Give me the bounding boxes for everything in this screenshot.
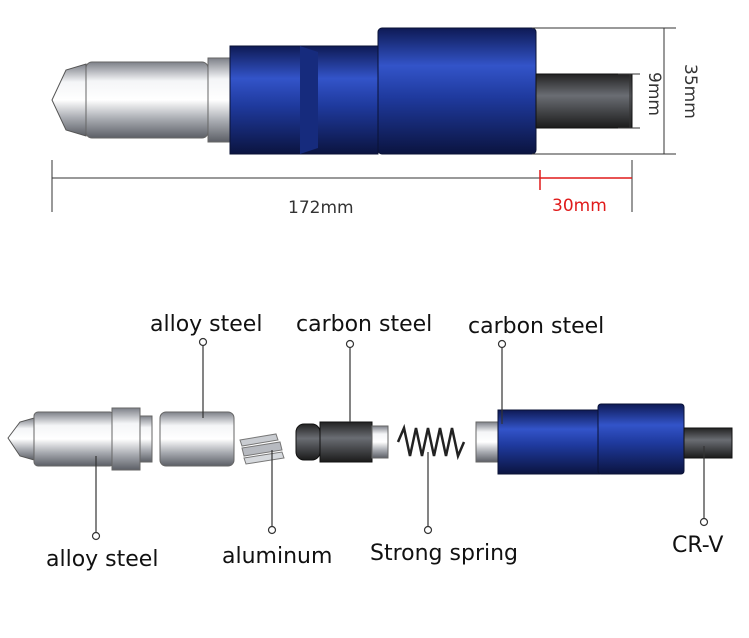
shank-length-label: 30mm (552, 196, 607, 216)
part-pusher-collar (371, 425, 389, 459)
assembled-tool (51, 27, 633, 155)
shank-material-label: CR-V (672, 533, 724, 558)
body-rear (377, 27, 537, 155)
overall-length-label: 172mm (288, 198, 354, 218)
hex-section (300, 46, 318, 154)
part-jaws (239, 433, 285, 465)
part-pusher-body (319, 421, 373, 463)
spring-label: Strong spring (370, 541, 519, 566)
hex-shank (535, 73, 633, 129)
body-material-label: carbon steel (468, 314, 605, 339)
part-spring (396, 423, 466, 461)
part-body-front (497, 409, 601, 475)
exploded-parts (7, 403, 733, 475)
nose-material-label: alloy steel (46, 547, 159, 572)
nose-body (85, 61, 209, 139)
part-nose-tip (7, 417, 35, 461)
body-diameter-label: 35mm (680, 64, 700, 119)
part-nose-hex (111, 407, 141, 471)
part-body-thread (475, 421, 499, 463)
jaws-material-label: aluminum (222, 544, 333, 569)
leader-lines (91, 337, 709, 541)
dimension-lines (51, 27, 676, 212)
part-body-rear (597, 403, 685, 475)
shank-diameter-label: 9mm (644, 72, 664, 116)
part-sleeve (159, 411, 235, 467)
thread-ring (207, 57, 231, 143)
shank-length-marker (539, 170, 632, 190)
pusher-material-label: carbon steel (296, 312, 433, 337)
part-nose-body (33, 411, 115, 467)
nose-tip (51, 63, 87, 137)
part-pusher-head (295, 423, 321, 461)
part-nose-thread (139, 415, 153, 463)
sleeve-material-label: alloy steel (150, 312, 263, 337)
part-shank (683, 427, 733, 459)
